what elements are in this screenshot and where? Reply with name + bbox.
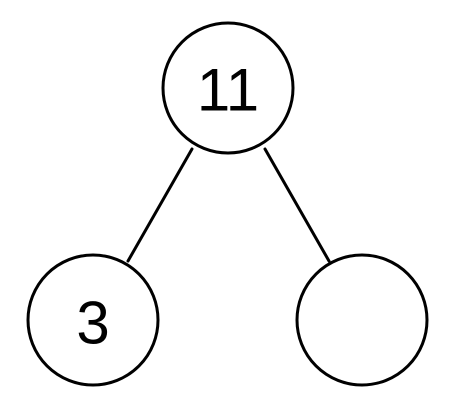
node-top-label: 11 [197,57,259,124]
edge-top-to-left [126,147,194,263]
node-top-circle [161,21,295,155]
node-left-label: 3 [76,290,109,357]
node-right-circle [295,253,429,387]
edge-top-to-right [263,147,331,263]
node-top: 11 [161,21,295,155]
node-right [295,253,429,387]
node-left-circle [26,253,160,387]
node-left: 3 [26,253,160,387]
